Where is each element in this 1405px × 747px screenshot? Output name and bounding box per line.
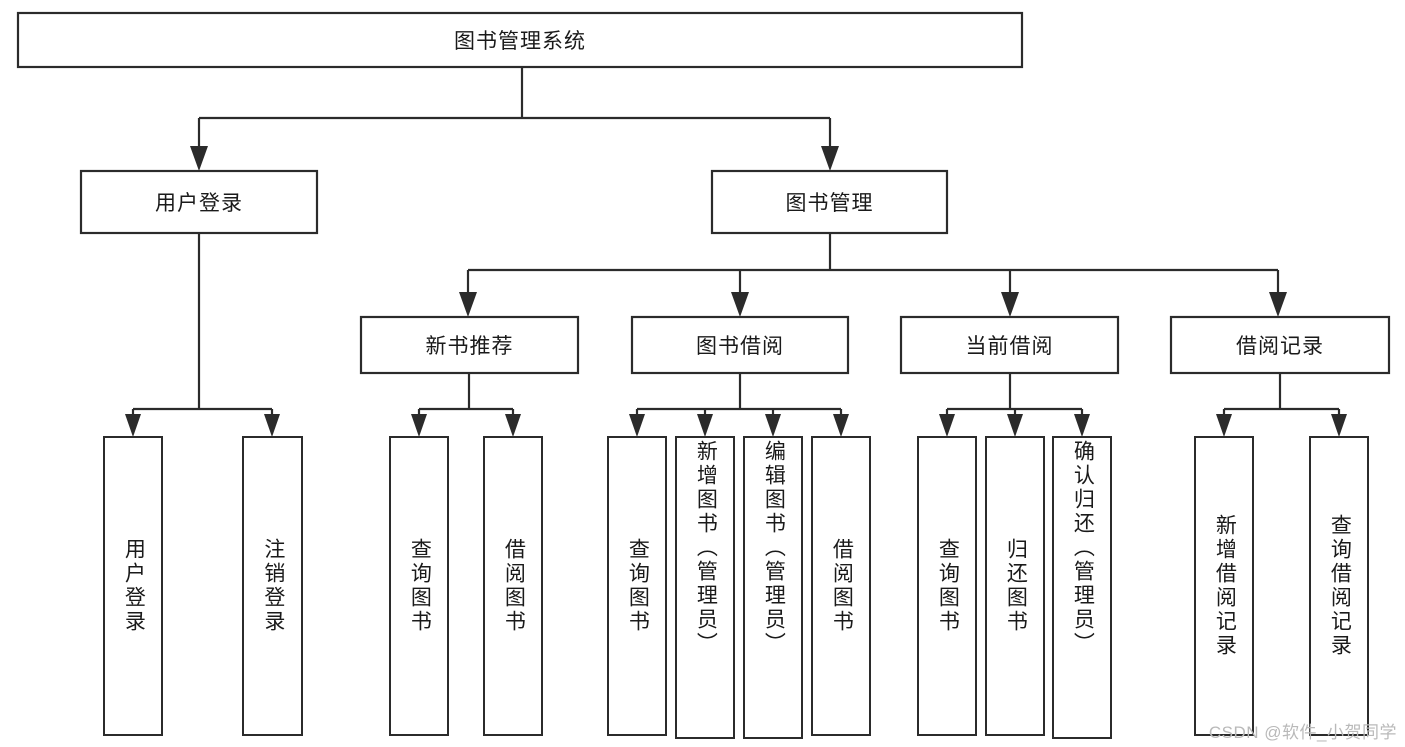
arrowhead-to-leaf-query-book-recommend [411,414,427,437]
node-user-login-box[interactable] [79,169,319,235]
node-root-box[interactable] [16,11,1024,69]
leaf-user-login-box[interactable] [103,436,163,736]
node-borrow-record-box[interactable] [1169,315,1391,375]
leaf-return-book-box[interactable] [985,436,1045,736]
connector-borrowrecord-to-leaves [1216,373,1347,437]
arrowhead-to-leaf-query-book-current [939,414,955,437]
arrowhead-to-current-borrow [1001,292,1019,317]
leaf-query-book-recommend-box[interactable] [389,436,449,736]
leaf-borrow-book-recommend-box[interactable] [483,436,543,736]
arrowhead-to-leaf-borrow-book-borrow [833,414,849,437]
leaf-logout-box[interactable] [242,436,303,736]
arrowhead-to-leaf-add-book-admin [697,414,713,437]
leaf-query-book-borrow-box[interactable] [607,436,667,736]
node-current-borrow-box[interactable] [899,315,1120,375]
leaf-borrow-book-borrow-box[interactable] [811,436,871,736]
arrowhead-to-user-login [190,146,208,171]
arrowhead-to-leaf-borrow-book-recommend [505,414,521,437]
leaf-add-book-admin-box[interactable] [675,436,735,739]
connector-currentborrow-to-leaves [939,373,1090,437]
node-new-book-recommend-box[interactable] [359,315,580,375]
csdn-watermark: CSDN @软件_小贺同学 [1208,723,1397,742]
leaf-edit-book-admin-box[interactable] [743,436,803,739]
leaf-confirm-return-admin-box[interactable] [1052,436,1112,739]
leaf-query-borrow-record-box[interactable] [1309,436,1369,736]
arrowhead-to-leaf-query-borrow-record [1331,414,1347,437]
connector-root-to-level1 [190,67,839,171]
arrowhead-to-leaf-edit-book-admin [765,414,781,437]
arrowhead-to-leaf-logout [264,414,280,437]
arrowhead-to-leaf-query-book-borrow [629,414,645,437]
arrowhead-to-leaf-return-book [1007,414,1023,437]
arrowhead-to-book-borrow [731,292,749,317]
leaf-query-book-current-box[interactable] [917,436,977,736]
connector-bookborrow-to-leaves [629,373,849,437]
arrowhead-to-borrow-record [1269,292,1287,317]
connector-newbook-to-leaves [411,373,521,437]
arrowhead-to-new-book-recommend [459,292,477,317]
node-book-borrow-box[interactable] [630,315,850,375]
connector-userlogin-to-leaves [125,233,280,437]
node-book-manage-box[interactable] [710,169,949,235]
arrowhead-to-leaf-confirm-return-admin [1074,414,1090,437]
leaf-add-borrow-record-box[interactable] [1194,436,1254,736]
connector-bookmanage-to-level2 [459,233,1287,317]
arrowhead-to-book-manage [821,146,839,171]
arrowhead-to-leaf-add-borrow-record [1216,414,1232,437]
arrowhead-to-leaf-user-login [125,414,141,437]
